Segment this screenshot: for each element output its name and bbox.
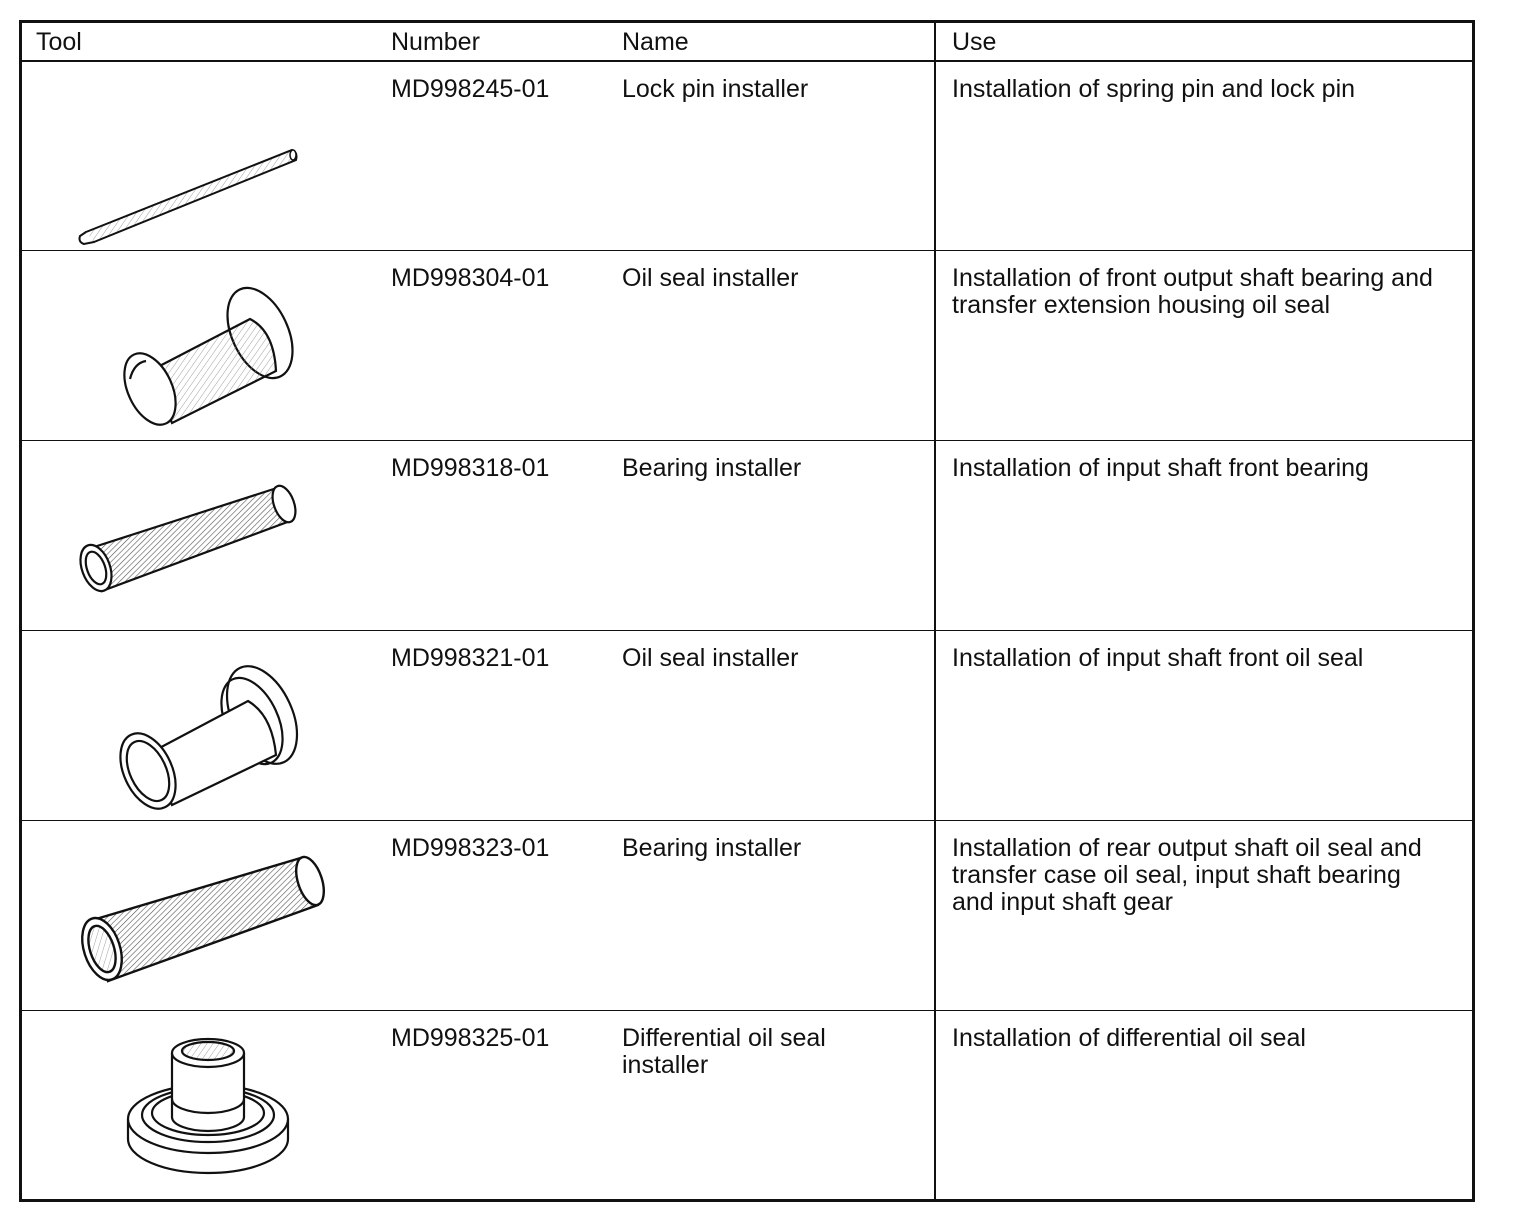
- tool-number: MD998321-01: [391, 630, 622, 821]
- table-row: MD998321-01 Oil seal installer Installat…: [20, 630, 1474, 821]
- tool-illustration-cell: [20, 250, 391, 441]
- table-row: MD998318-01 Bearing installer Installati…: [20, 440, 1474, 631]
- tool-number: MD998323-01: [391, 820, 622, 1011]
- column-header-number: Number: [391, 21, 622, 62]
- tool-use: Installation of rear output shaft oil se…: [935, 820, 1474, 1011]
- oil-seal-installer-icon: [123, 286, 294, 426]
- special-tools-table: Tool Number Name Use MD998245-01 Lock pi…: [19, 20, 1475, 1202]
- tool-name: Oil seal installer: [622, 630, 936, 821]
- tool-illustration-cell: [20, 440, 391, 631]
- tool-number: MD998245-01: [391, 74, 550, 103]
- tool-illustration-cell: [20, 1010, 391, 1201]
- column-header-use: Use: [935, 21, 1474, 62]
- tool-use: Installation of differential oil seal: [935, 1010, 1474, 1201]
- lock-pin-installer-icon: [78, 148, 298, 245]
- bearing-installer-tube-icon: [81, 855, 325, 983]
- tool-use: Installation of spring pin and lock pin: [952, 74, 1356, 103]
- tool-name: Oil seal installer: [622, 250, 936, 441]
- tool-name: Lock pin installer: [622, 60, 936, 251]
- oil-seal-installer-icon: [119, 665, 299, 810]
- tool-illustration-cell: [21, 61, 392, 251]
- table-row: MD998245-01 Lock pin installer Installat…: [21, 60, 1474, 251]
- table-header-row: Tool Number Name Use: [20, 21, 1474, 62]
- table-row: MD998325-01 Differential oil seal instal…: [20, 1010, 1474, 1201]
- tool-use: Installation of input shaft front bearin…: [935, 440, 1474, 631]
- bearing-installer-tube-icon: [79, 484, 297, 593]
- tool-number: MD998325-01: [391, 1010, 622, 1201]
- table-row: MD998323-01 Bearing installer Installati…: [20, 820, 1474, 1011]
- column-header-name: Name: [622, 21, 936, 62]
- column-header-tool: Tool: [20, 21, 391, 62]
- tool-illustration-cell: [20, 630, 391, 821]
- tool-name: Bearing installer: [622, 820, 936, 1011]
- tool-use: Installation of front output shaft beari…: [935, 250, 1474, 441]
- tool-use: Installation of input shaft front oil se…: [935, 630, 1474, 821]
- tool-number: MD998304-01: [391, 250, 622, 441]
- tool-number: MD998318-01: [391, 440, 622, 631]
- tool-illustration-cell: [20, 820, 391, 1011]
- table-row: MD998304-01 Oil seal installer Installat…: [20, 250, 1474, 441]
- tool-name: Bearing installer: [622, 440, 936, 631]
- tool-name: Differential oil seal installer: [622, 1010, 936, 1201]
- differential-oil-seal-installer-icon: [126, 1037, 290, 1175]
